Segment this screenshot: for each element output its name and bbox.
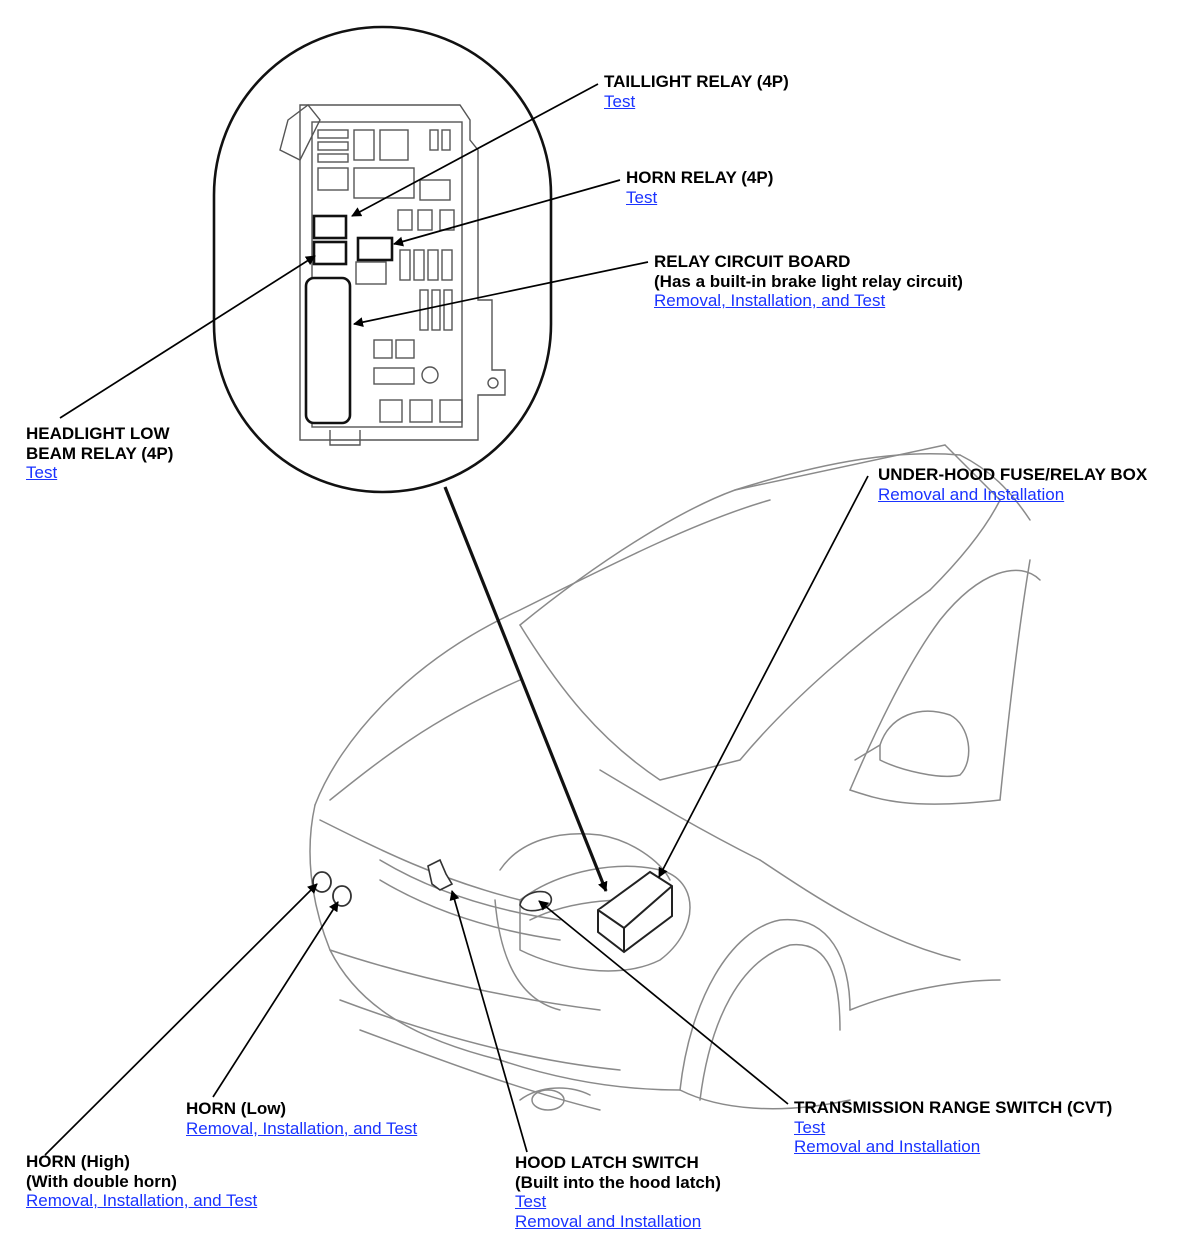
car-outline [309,444,1041,1111]
transmission-switch-removal-link[interactable]: Removal and Installation [794,1137,981,1156]
headlight-relay-test-link[interactable]: Test [26,463,58,482]
horn-relay-title: HORN RELAY (4P) [626,168,774,187]
fuse-box-title: UNDER-HOOD FUSE/RELAY BOX [878,465,1148,484]
label-headlight-low-beam-relay: HEADLIGHT LOW BEAM RELAY (4P) Test [26,424,173,483]
horn-high-title: HORN (High) [26,1152,130,1171]
label-transmission-range-switch: TRANSMISSION RANGE SWITCH (CVT) Test Rem… [794,1098,1112,1157]
relay-circuit-board-link[interactable]: Removal, Installation, and Test [654,291,886,310]
label-horn-low: HORN (Low) Removal, Installation, and Te… [186,1099,417,1138]
hood-latch-subtitle: (Built into the hood latch) [515,1172,721,1192]
horn-high-link[interactable]: Removal, Installation, and Test [26,1191,258,1210]
hood-latch-title: HOOD LATCH SWITCH [515,1153,699,1172]
hood-latch-removal-link[interactable]: Removal and Installation [515,1211,702,1231]
transmission-switch-title: TRANSMISSION RANGE SWITCH (CVT) [794,1098,1113,1117]
fuse-box-removal-link[interactable]: Removal and Installation [878,484,1065,504]
horn-low-link[interactable]: Removal, Installation, and Test [186,1118,418,1138]
relay-circuit-board-subtitle: (Has a built-in brake light relay circui… [654,271,963,291]
horn-high-part [312,871,332,893]
label-under-hood-fuse-relay-box: UNDER-HOOD FUSE/RELAY BOX Removal and In… [878,465,1147,504]
horn-low-title: HORN (Low) [186,1099,287,1118]
label-horn-relay: HORN RELAY (4P) Test [626,168,773,207]
headlight-relay-title-line1: HEADLIGHT LOW [26,424,170,443]
fuse-box-detail [279,104,506,446]
label-horn-high: HORN (High) (With double horn) Removal, … [26,1152,257,1211]
headlight-relay-title-line2: BEAM RELAY (4P) [26,443,174,463]
taillight-relay-title: TAILLIGHT RELAY (4P) [604,72,789,91]
taillight-relay-test-link[interactable]: Test [604,91,636,111]
leader-lines [44,83,869,1156]
label-taillight-relay: TAILLIGHT RELAY (4P) Test [604,72,789,111]
hood-latch-test-link[interactable]: Test [515,1192,547,1211]
hood-latch-part [427,858,454,891]
label-hood-latch-switch: HOOD LATCH SWITCH (Built into the hood l… [515,1153,721,1231]
fuse-box-part [597,870,673,954]
relay-circuit-board-title: RELAY CIRCUIT BOARD [654,252,851,271]
zoom-leader [443,486,608,892]
label-relay-circuit-board: RELAY CIRCUIT BOARD (Has a built-in brak… [654,252,963,311]
transmission-switch-test-link[interactable]: Test [794,1117,826,1137]
relay-highlights [304,214,394,425]
horn-relay-test-link[interactable]: Test [626,187,658,207]
horn-high-subtitle: (With double horn) [26,1171,177,1191]
horn-low-part [332,885,352,907]
